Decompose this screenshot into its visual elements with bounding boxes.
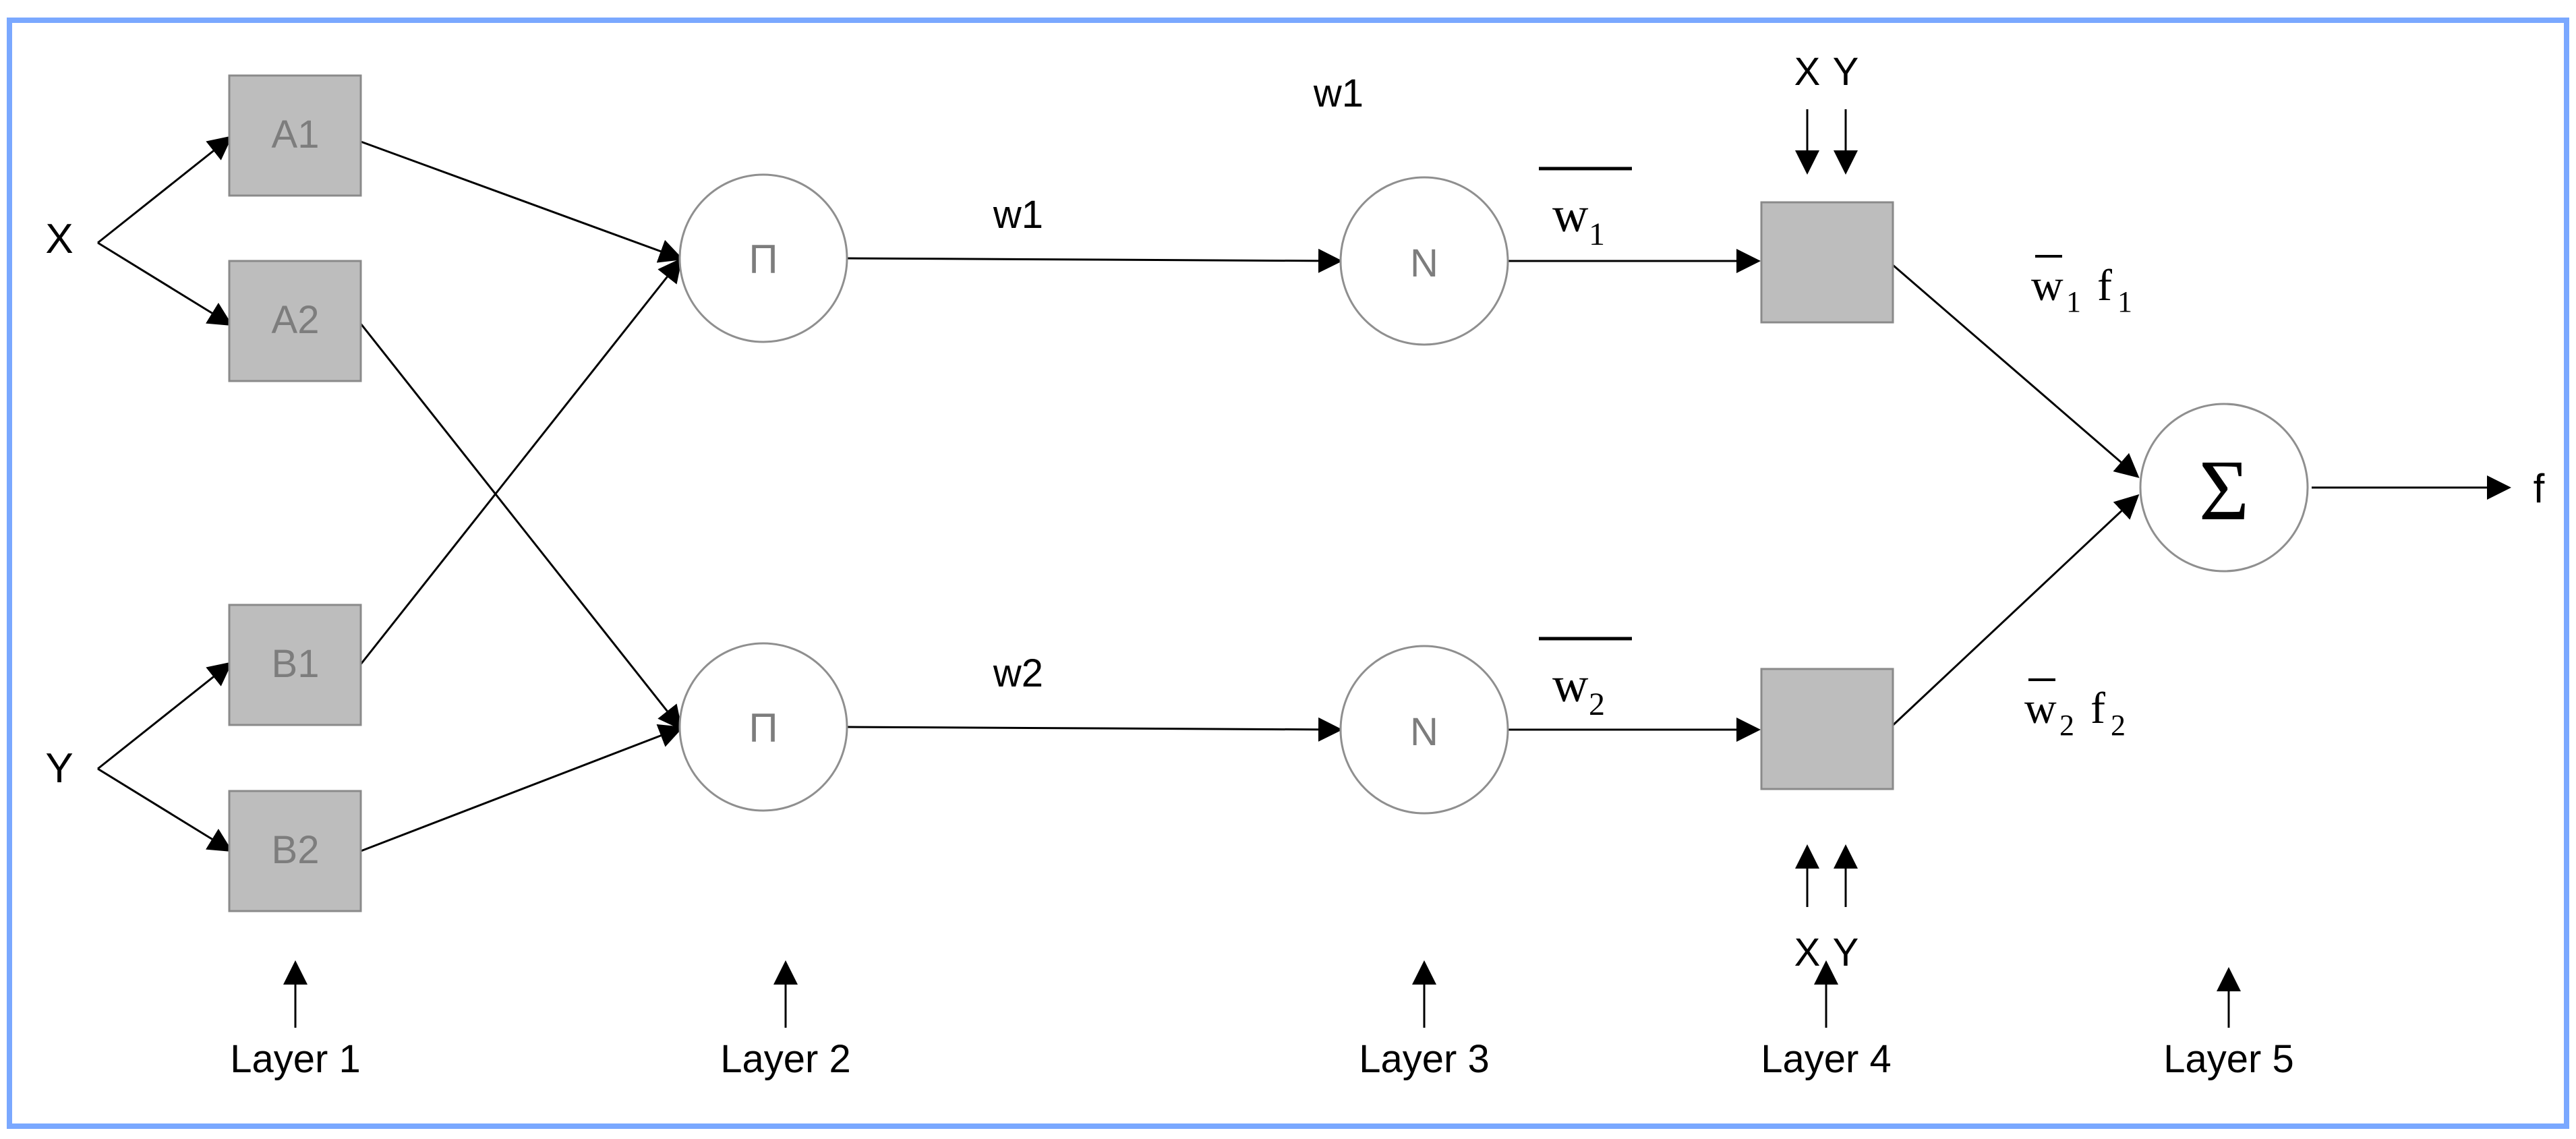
node-prod-bottom-label: Π <box>749 705 778 751</box>
node-prod-top <box>678 173 848 343</box>
node-layer4-top <box>1760 201 1894 324</box>
layer4-output-bottom: w 2 f 2 <box>2024 678 2126 742</box>
layer-label-2: Layer 2 <box>720 1037 850 1081</box>
layer4-output-bottom-base: w <box>2024 684 2057 733</box>
layer4-output-top-base: w <box>2031 261 2063 310</box>
edge-label-top: w1 <box>993 193 1043 237</box>
edge-y-to-b1 <box>97 662 233 770</box>
node-prod-bottom <box>678 642 848 812</box>
edge-prod-top-to-norm-top <box>846 248 1343 273</box>
edge-x-to-a2 <box>97 241 233 326</box>
outer-frame <box>7 18 2569 1129</box>
node-norm-top-label: N <box>1410 241 1438 285</box>
layer4-bottom-input-y: Y <box>1833 931 1859 974</box>
node-norm-bottom-label: N <box>1410 710 1438 754</box>
layer-label-5: Layer 5 <box>2163 1037 2293 1081</box>
normalized-weight-top-subscript: 1 <box>1589 216 1605 252</box>
layer-labels: Layer 1 Layer 2 Layer 3 Layer 4 Layer 5 <box>230 1037 2293 1081</box>
output-f-label: f <box>2534 466 2545 511</box>
layer4-bottom-input-x: X <box>1794 931 1821 974</box>
edge-a2-to-prod-bottom <box>359 323 682 730</box>
edge-a1-to-prod-top <box>360 140 684 263</box>
normalized-weight-bottom: w 2 <box>1539 637 1632 722</box>
edges <box>97 109 2511 1028</box>
edge-b2-to-prod-bottom <box>360 724 684 852</box>
node-a1-label: A1 <box>272 113 320 156</box>
node-sum-label: Σ <box>2199 442 2250 538</box>
node-b1 <box>228 604 362 726</box>
normalized-weight-top: w 1 <box>1539 167 1632 252</box>
edge-label-top-extra: w1 <box>1313 71 1364 115</box>
layer4-output-top-factor-subscript: 1 <box>2117 285 2132 318</box>
node-layer4-bottom <box>1760 668 1894 790</box>
layer-label-1: Layer 1 <box>230 1037 360 1081</box>
node-a2 <box>228 260 362 382</box>
edge-y-to-b2 <box>97 767 233 852</box>
layer4-top-input-x: X <box>1794 50 1821 94</box>
input-x-label: X <box>45 216 73 262</box>
edge-layer4-top-to-sum <box>1887 260 2140 478</box>
layer4-output-top: w 1 f 1 <box>2031 255 2132 318</box>
layer2-nodes: Π Π <box>678 173 848 812</box>
layer4-nodes <box>1760 201 1894 790</box>
input-y-label: Y <box>45 745 73 792</box>
layer4-output-bottom-factor-subscript: 2 <box>2111 709 2126 742</box>
node-a1 <box>228 74 362 197</box>
layer4-output-bottom-subscript: 2 <box>2059 709 2074 742</box>
normalized-weight-bottom-base: w <box>1552 658 1589 713</box>
layer3-nodes: N N <box>1339 176 1509 815</box>
layer-label-4: Layer 4 <box>1761 1037 1891 1081</box>
layer4-output-top-factor: f <box>2097 261 2112 310</box>
edge-x-to-a1 <box>97 136 233 244</box>
node-norm-top <box>1339 176 1509 346</box>
node-b2-label: B2 <box>272 828 320 872</box>
edge-label-bottom: w2 <box>993 651 1043 695</box>
node-prod-top-label: Π <box>749 237 778 282</box>
edge-b1-to-prod-top <box>359 258 682 665</box>
normalized-weight-bottom-subscript: 2 <box>1589 687 1605 722</box>
node-a2-label: A2 <box>272 298 320 342</box>
layer-label-3: Layer 3 <box>1359 1037 1489 1081</box>
layer4-top-input-y: Y <box>1833 50 1859 94</box>
layer4-output-top-subscript: 1 <box>2066 285 2081 318</box>
layer1-nodes: A1 A2 B1 B2 <box>228 74 362 912</box>
node-sum <box>2139 403 2309 573</box>
normalized-weight-top-base: w <box>1552 187 1589 243</box>
node-b1-label: B1 <box>272 642 320 686</box>
node-b2 <box>228 790 362 912</box>
edge-prod-bottom-to-norm-bottom <box>846 717 1343 742</box>
edge-layer4-bottom-to-sum <box>1887 494 2140 731</box>
layer5-node: Σ <box>2139 403 2309 573</box>
layer4-output-bottom-factor: f <box>2090 684 2105 733</box>
node-norm-bottom <box>1339 645 1509 815</box>
